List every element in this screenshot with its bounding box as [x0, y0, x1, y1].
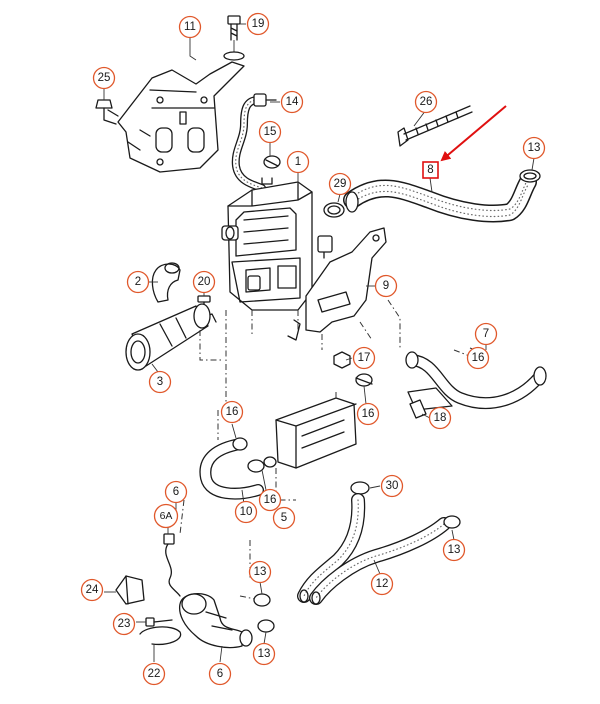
callout-9[interactable]: 9 — [374, 274, 398, 298]
callout-label: 26 — [420, 96, 433, 108]
clamp-29 — [323, 202, 345, 218]
callout-5[interactable]: 5 — [272, 506, 296, 530]
callout-26[interactable]: 26 — [414, 90, 438, 114]
callout-29[interactable]: 29 — [328, 172, 352, 196]
callout-label: 29 — [334, 178, 347, 190]
callout-18[interactable]: 18 — [428, 406, 452, 430]
mount-24 — [115, 575, 145, 605]
callout-label: 3 — [157, 376, 163, 388]
bracket-part — [117, 61, 245, 173]
callout-14[interactable]: 14 — [280, 90, 304, 114]
vent-hose-14 — [231, 93, 277, 192]
highlight-arrow — [440, 105, 507, 162]
callout-label: 10 — [240, 506, 253, 518]
cable-tie-26 — [397, 105, 473, 147]
clamp-13-top — [519, 169, 541, 183]
callout-label: 5 — [281, 512, 287, 524]
callout-label: 14 — [286, 96, 299, 108]
bracket-9 — [287, 227, 401, 350]
clamp-15 — [263, 155, 281, 169]
callout-label: 13 — [258, 648, 271, 660]
callout-19[interactable]: 19 — [246, 12, 270, 36]
callout-label: 13 — [528, 142, 541, 154]
callout-label: 23 — [118, 618, 131, 630]
callout-label: 19 — [252, 18, 265, 30]
clamp-16-middle — [355, 373, 373, 387]
callout-8-highlighted[interactable]: 8 — [422, 161, 439, 179]
clip-22 — [139, 626, 182, 646]
callout-label: 16 — [362, 408, 375, 420]
muffler-3 — [125, 303, 211, 371]
callout-30[interactable]: 30 — [380, 474, 404, 498]
callout-24[interactable]: 24 — [80, 578, 104, 602]
callout-13-bottom[interactable]: 13 — [252, 642, 276, 666]
callout-10[interactable]: 10 — [234, 500, 258, 524]
nut-17 — [333, 351, 351, 369]
callout-16-center[interactable]: 16 — [356, 402, 380, 426]
elbow-2 — [151, 262, 181, 303]
callout-label: 16 — [226, 406, 239, 418]
part-drawings — [95, 15, 547, 649]
callout-16-left[interactable]: 16 — [220, 400, 244, 424]
callout-6-bottom[interactable]: 6 — [208, 662, 232, 686]
coolant-hose-10 — [199, 410, 277, 500]
callout-3[interactable]: 3 — [148, 370, 172, 394]
pump-block-5 — [275, 390, 357, 469]
callout-label: 6A — [160, 510, 173, 522]
clamp-18 — [409, 399, 427, 419]
callout-label: 16 — [472, 352, 485, 364]
callout-23[interactable]: 23 — [112, 612, 136, 636]
bolt-25 — [95, 99, 119, 125]
callout-label: 17 — [358, 352, 371, 364]
callout-13-mid[interactable]: 13 — [248, 560, 272, 584]
callout-label: 18 — [434, 412, 447, 424]
coolant-hoses-12 — [239, 481, 461, 605]
callout-6-top[interactable]: 6 — [164, 480, 188, 504]
callout-label: 11 — [184, 21, 196, 33]
callout-13-top[interactable]: 13 — [522, 136, 546, 160]
exhaust-hose-8 — [343, 173, 537, 223]
callout-25[interactable]: 25 — [92, 66, 116, 90]
callout-label: 6 — [173, 486, 179, 498]
callout-11[interactable]: 11 — [178, 15, 202, 39]
callout-label: 9 — [383, 280, 389, 292]
callout-label: 15 — [264, 126, 277, 138]
callout-2[interactable]: 2 — [126, 270, 150, 294]
callout-label: 6 — [217, 668, 223, 680]
circulation-pump-6 — [178, 593, 253, 649]
screw-23 — [145, 617, 173, 627]
callout-label: 8 — [427, 164, 433, 176]
callout-label: 22 — [148, 668, 161, 680]
heater-unit-1 — [221, 177, 313, 336]
callout-label: 12 — [376, 578, 389, 590]
callout-label: 13 — [254, 566, 267, 578]
callout-1[interactable]: 1 — [286, 150, 310, 174]
callout-16-right[interactable]: 16 — [466, 346, 490, 370]
callout-20[interactable]: 20 — [192, 270, 216, 294]
callout-16-lower[interactable]: 16 — [258, 488, 282, 512]
callout-6A[interactable]: 6A — [153, 503, 179, 529]
callout-label: 2 — [135, 276, 141, 288]
leader-lines — [103, 23, 535, 663]
callout-label: 25 — [98, 72, 111, 84]
bolt-19 — [223, 15, 245, 61]
callout-15[interactable]: 15 — [258, 120, 282, 144]
callout-7[interactable]: 7 — [474, 322, 498, 346]
callout-label: 30 — [386, 480, 399, 492]
callout-12[interactable]: 12 — [370, 572, 394, 596]
clamp-13-lower — [253, 593, 275, 633]
callout-13-right[interactable]: 13 — [442, 538, 466, 562]
callout-label: 20 — [198, 276, 211, 288]
connector-6A — [163, 533, 181, 597]
callout-label: 1 — [295, 156, 301, 168]
callout-17[interactable]: 17 — [352, 346, 376, 370]
callout-22[interactable]: 22 — [142, 662, 166, 686]
callout-label: 24 — [86, 584, 99, 596]
callout-label: 13 — [448, 544, 461, 556]
callout-label: 7 — [483, 328, 489, 340]
callout-label: 16 — [264, 494, 277, 506]
